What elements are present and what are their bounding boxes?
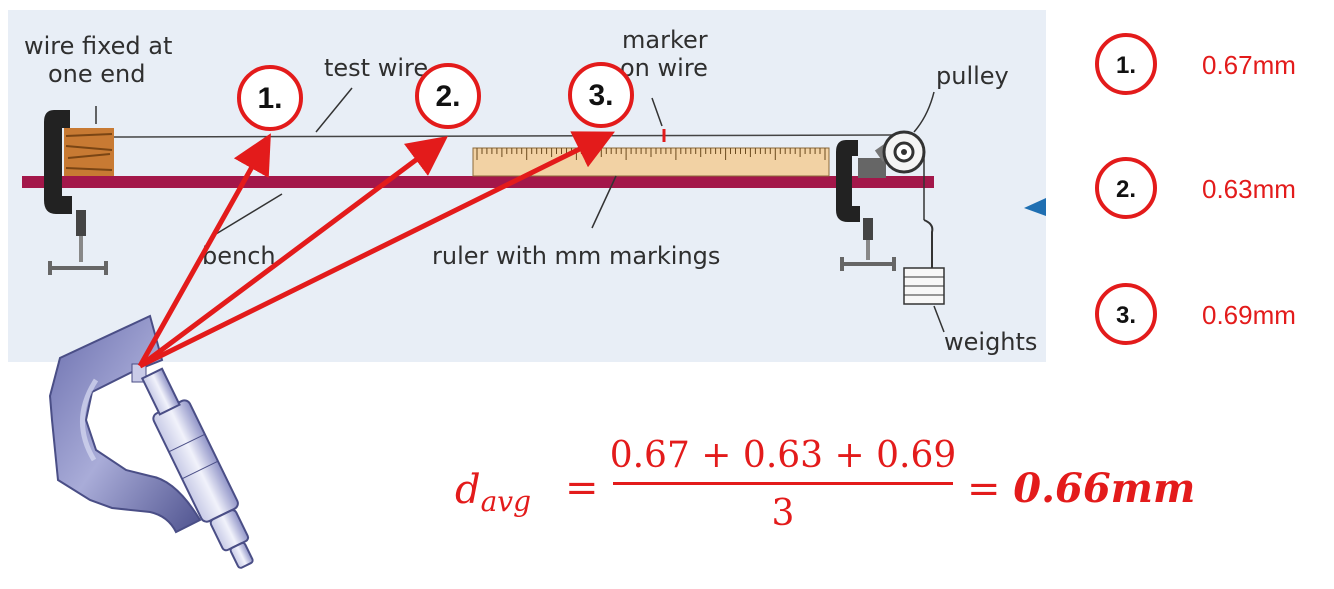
label-ruler: ruler with mm markings [432, 242, 720, 270]
hook [923, 219, 934, 268]
leader-pulley [913, 91, 935, 133]
formula-d: d [455, 467, 481, 513]
formula-denominator: 3 [771, 493, 795, 534]
legend-value-2: 0.63mm [1202, 174, 1296, 204]
legend-label-2: 2. [1116, 176, 1136, 203]
legend-value-1: 0.67mm [1202, 50, 1296, 80]
leader-weights [933, 305, 945, 333]
left-clamp [44, 110, 108, 275]
label-test-wire: test wire [324, 54, 428, 82]
measurement-arrows [137, 131, 615, 369]
weights-stack [903, 267, 945, 305]
label-pulley: pulley [936, 62, 1009, 90]
point-circle-2: 2. [415, 63, 481, 129]
average-formula: davg = 0.67 + 0.63 + 0.69 3 = 0.66mm [455, 435, 1195, 565]
point-label-2: 2. [435, 80, 460, 113]
formula-subscript: avg [480, 485, 532, 518]
legend-item-1: 1. 0.67mm [1095, 33, 1296, 95]
formula-fraction: 0.67 + 0.63 + 0.69 3 [603, 435, 963, 534]
formula-lhs: davg [455, 467, 531, 518]
right-clamp [836, 140, 896, 271]
arrow-to-point-3 [138, 131, 615, 369]
apparatus-panel: wire fixed at one end test wire marker o… [8, 10, 1046, 362]
leader-test-wire [315, 87, 353, 133]
leader-marker [651, 97, 663, 127]
wood-block [64, 128, 114, 176]
ruler [472, 147, 830, 177]
point-circle-1: 1. [237, 65, 303, 131]
fraction-bar [613, 482, 953, 485]
point-circle-3: 3. [568, 62, 634, 128]
measurement-legend: 1. 0.67mm 2. 0.63mm 3. 0.69mm [1095, 33, 1296, 345]
leader-ruler [591, 175, 617, 229]
formula-equals-2: = [967, 466, 1001, 512]
formula-result-group: = 0.66mm [967, 465, 1195, 512]
formula-equals-1: = [565, 465, 599, 511]
legend-label-1: 1. [1116, 52, 1136, 79]
arrow-to-point-1 [137, 133, 271, 368]
legend-value-3: 0.69mm [1202, 300, 1296, 330]
blue-triangle [1024, 198, 1046, 216]
arrow-to-point-2 [138, 136, 449, 369]
label-marker-2: on wire [620, 54, 708, 82]
label-weights: weights [944, 328, 1037, 356]
legend-label-3: 3. [1116, 302, 1136, 329]
label-wire-fixed-2: one end [48, 60, 146, 88]
label-wire-fixed-1: wire fixed at [24, 32, 172, 60]
point-label-3: 3. [588, 79, 613, 112]
bench [22, 176, 934, 188]
point-label-1: 1. [257, 82, 282, 115]
legend-item-3: 3. 0.69mm [1095, 283, 1296, 345]
legend-item-2: 2. 0.63mm [1095, 157, 1296, 219]
formula-result: 0.66mm [1013, 465, 1196, 512]
formula-numerator: 0.67 + 0.63 + 0.69 [609, 435, 957, 476]
micrometer-icon [48, 314, 254, 569]
leader-bench [215, 193, 283, 235]
label-marker-1: marker [622, 26, 708, 54]
label-bench: bench [202, 242, 276, 270]
